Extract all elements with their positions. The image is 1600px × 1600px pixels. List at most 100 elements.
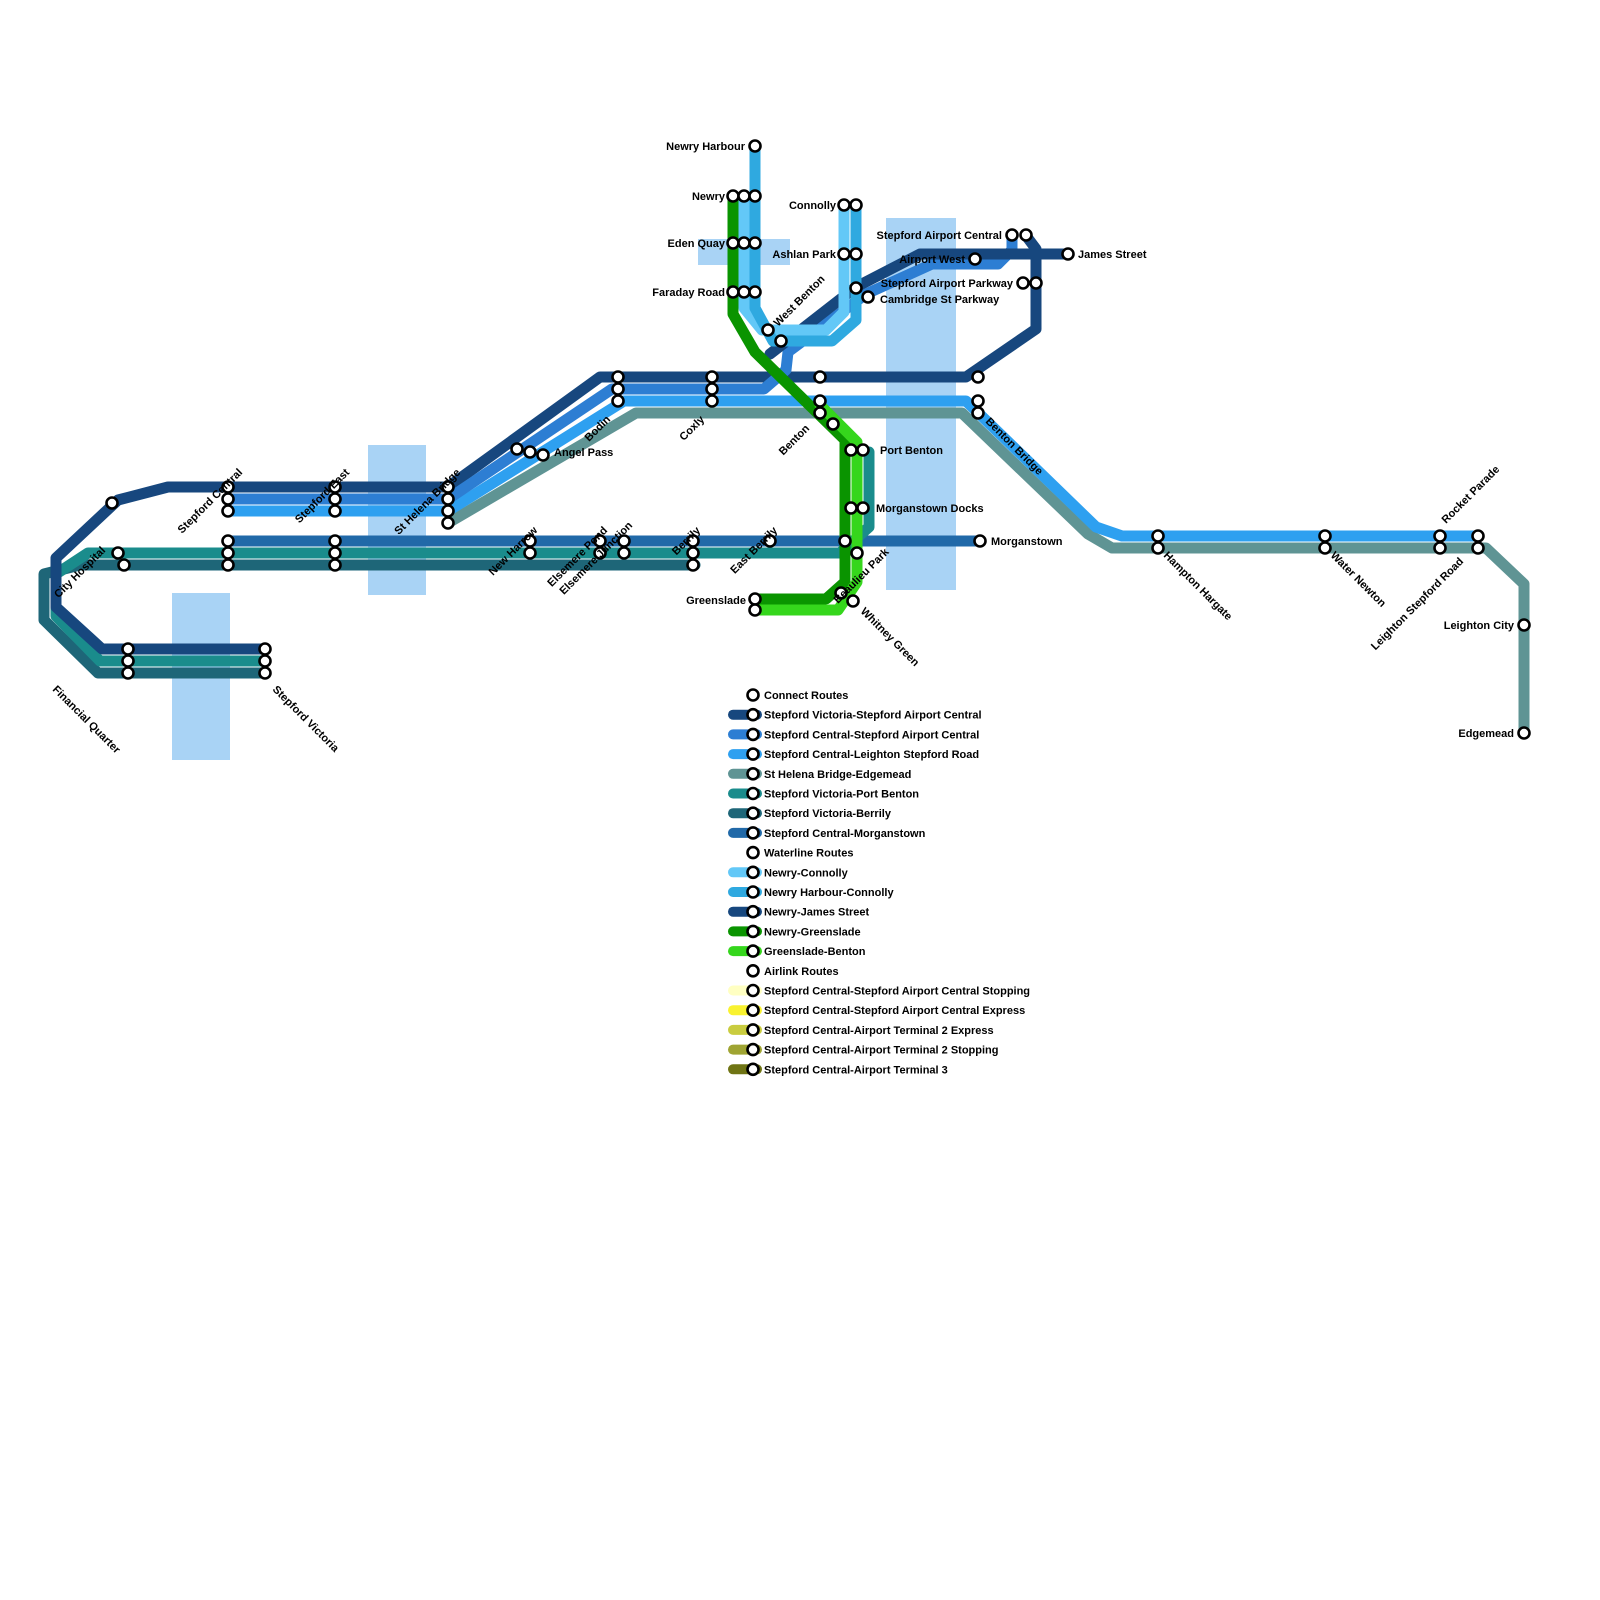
station-marker-whitney-green	[834, 586, 848, 600]
station-marker-edgemead	[1517, 726, 1531, 740]
legend-label-greenslade-benton: Greenslade-Benton	[764, 946, 866, 958]
station-marker-cambridge-st-parkway	[849, 281, 863, 295]
legend-header-label-airlink-routes: Airlink Routes	[764, 966, 839, 978]
station-marker-faraday-road	[726, 285, 740, 299]
legend-marker-stepford-victoria-stepford-airport-central	[746, 707, 760, 722]
station-marker-coxly	[705, 394, 719, 408]
station-marker-angel-pass	[536, 448, 550, 462]
station-marker-benton	[826, 417, 840, 431]
legend-marker-newry-james-street	[746, 904, 760, 919]
station-label-cambridge-st-parkway: Cambridge St Parkway	[880, 294, 1000, 306]
station-marker-beaulieu-park	[838, 534, 852, 548]
station-label-port-benton: Port Benton	[880, 445, 943, 457]
station-marker-ashlan-park	[849, 247, 863, 261]
station-marker-financial-quarter	[121, 666, 135, 680]
station-label-financial-quarter: Financial Quarter	[50, 684, 123, 757]
station-marker-stepford-central	[221, 504, 235, 518]
legend-header-marker-connect-routes	[746, 688, 760, 702]
station-label-benton: Benton	[777, 422, 812, 457]
station-marker-berrily	[686, 546, 700, 560]
legend-label-stepford-central-airport-terminal-3: Stepford Central-Airport Terminal 3	[764, 1064, 948, 1076]
legend-marker-stepford-central-airport-terminal-2-express	[746, 1023, 760, 1037]
legend-marker-stepford-central-morganstown	[746, 826, 760, 840]
station-marker-city-hospital	[111, 546, 125, 560]
route-stepford-victoria-stepford-airport-central	[50, 231, 1042, 655]
station-marker-newry	[726, 189, 740, 203]
station-marker-greenslade	[748, 603, 762, 617]
station-marker-benton-bridge	[971, 394, 985, 408]
station-label-faraday-road: Faraday Road	[652, 287, 725, 299]
legend-label-stepford-central-stepford-airport-central: Stepford Central-Stepford Airport Centra…	[764, 729, 979, 741]
station-marker-connolly	[849, 198, 863, 212]
route-greenslade-benton	[751, 399, 863, 616]
station-label-morganstown: Morganstown	[991, 536, 1063, 548]
legend-marker-stepford-victoria-port-benton	[746, 786, 760, 801]
station-marker-angel-pass	[510, 442, 524, 456]
station-marker-port-benton	[844, 443, 858, 457]
legend-label-stepford-victoria-stepford-airport-central: Stepford Victoria-Stepford Airport Centr…	[764, 710, 982, 722]
station-marker-stepford-central	[221, 558, 235, 572]
station-marker-james-street	[1061, 247, 1075, 261]
station-marker-water-newton	[1318, 529, 1332, 543]
legend-label-st-helena-bridge-edgemead: St Helena Bridge-Edgemead	[764, 769, 911, 781]
station-label-whitney-green: Whitney Green	[858, 606, 922, 670]
station-marker-stepford-east	[328, 504, 342, 518]
station-marker-ashlan-park	[837, 247, 851, 261]
station-label-stepford-victoria: Stepford Victoria	[270, 684, 342, 756]
station-label-james-street: James Street	[1078, 249, 1147, 261]
legend-label-stepford-victoria-port-benton: Stepford Victoria-Port Benton	[764, 789, 919, 801]
legend-label-stepford-central-leighton-stepford-road: Stepford Central-Leighton Stepford Road	[764, 749, 979, 761]
station-label-newry-harbour: Newry Harbour	[666, 141, 746, 153]
legend-header-label-waterline-routes: Waterline Routes	[764, 848, 853, 860]
station-marker-benton-bridge	[971, 406, 985, 420]
station-marker-st-helena-bridge	[441, 504, 455, 518]
station-marker-cambridge-st-parkway	[861, 290, 875, 304]
station-marker-rocket-parade	[1433, 541, 1447, 555]
station-marker-benton-bridge	[971, 370, 985, 384]
station-marker-benton	[813, 370, 827, 384]
station-marker-faraday-road	[748, 285, 762, 299]
station-marker-city-hospital	[105, 496, 119, 510]
station-marker-airport-west	[968, 252, 982, 266]
station-marker-financial-quarter	[121, 642, 135, 656]
legend-marker-stepford-central-airport-terminal-3	[746, 1062, 760, 1077]
station-marker-greenslade	[748, 592, 762, 606]
station-marker-coxly	[705, 382, 719, 396]
station-marker-water-newton	[1318, 541, 1332, 555]
station-marker-stepford-central	[221, 546, 235, 560]
station-label-stepford-airport-central: Stepford Airport Central	[877, 230, 1003, 242]
station-marker-benton	[813, 406, 827, 420]
station-marker-beaulieu-park	[850, 546, 864, 560]
station-marker-leighton-stepford-road	[1471, 529, 1485, 543]
legend-header-marker-waterline-routes	[746, 845, 760, 860]
station-marker-port-benton	[856, 443, 870, 457]
legend-marker-stepford-central-stepford-airport-central-stopping	[746, 983, 760, 998]
legend-marker-stepford-central-airport-terminal-2-stopping	[746, 1042, 760, 1057]
route-newry-harbour-connolly	[749, 140, 862, 347]
station-marker-leighton-stepford-road	[1471, 541, 1485, 555]
legend-label-newry-greenslade: Newry-Greenslade	[764, 926, 861, 938]
route-newry-greenslade	[727, 190, 851, 605]
station-marker-coxly	[705, 370, 719, 384]
station-label-leighton-city: Leighton City	[1444, 620, 1515, 632]
station-label-edgemead: Edgemead	[1458, 728, 1514, 740]
station-marker-newry	[748, 189, 762, 203]
station-marker-newry-harbour	[748, 139, 762, 153]
station-marker-st-helena-bridge	[441, 516, 455, 530]
station-marker-rocket-parade	[1433, 529, 1447, 543]
legend-header-marker-airlink-routes	[746, 963, 760, 978]
route-newry-james-street	[764, 248, 1074, 360]
legend-marker-stepford-central-leighton-stepford-road	[746, 747, 760, 761]
station-marker-eden-quay	[748, 236, 762, 250]
station-marker-stepford-east	[328, 546, 342, 560]
legend-marker-stepford-central-stepford-airport-central-express	[746, 1003, 760, 1018]
station-marker-elsemere-junction	[617, 546, 631, 560]
station-marker-faraday-road	[737, 285, 751, 299]
station-label-eden-quay: Eden Quay	[668, 238, 726, 250]
station-marker-stepford-airport-parkway	[1029, 276, 1043, 290]
legend-label-stepford-victoria-berrily: Stepford Victoria-Berrily	[764, 808, 892, 820]
legend-header-label-connect-routes: Connect Routes	[764, 690, 848, 702]
legend-marker-newry-greenslade	[746, 924, 760, 939]
